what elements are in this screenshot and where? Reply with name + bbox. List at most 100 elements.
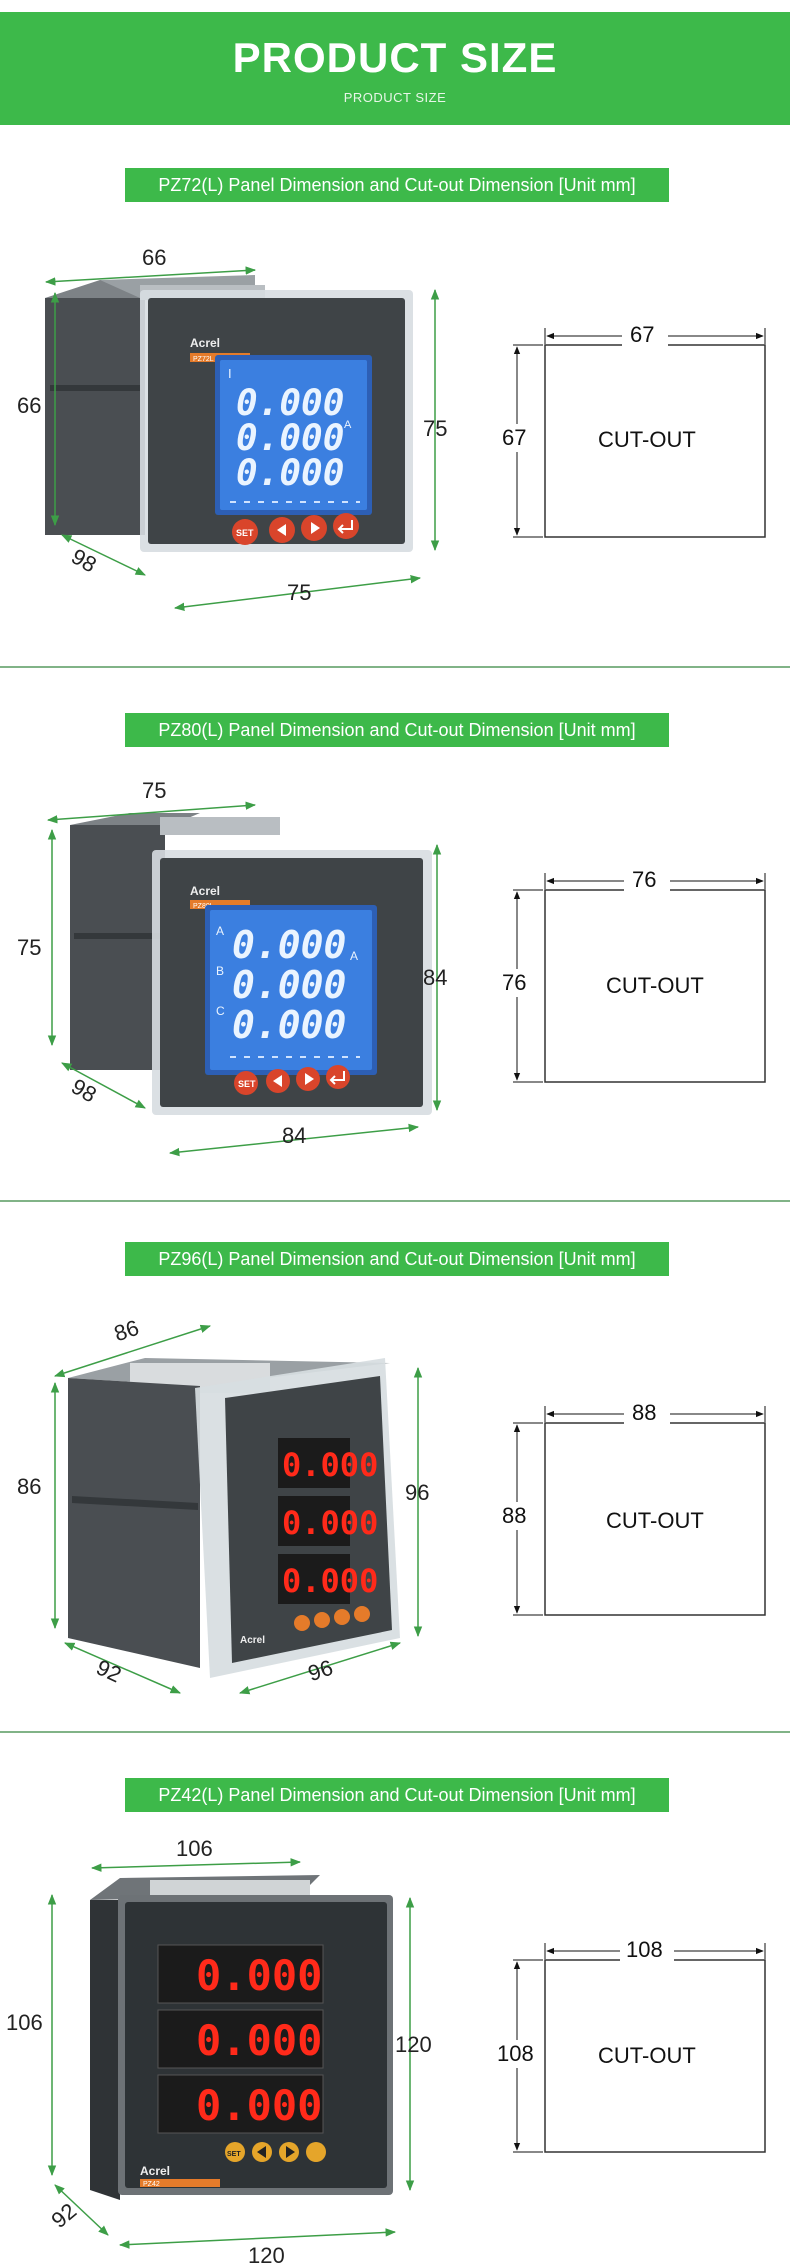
led-digits-2: 0.000 [282,1504,378,1542]
key-1 [294,1615,310,1631]
section-heading: PZ72(L) Panel Dimension and Cut-out Dime… [125,168,669,202]
brand-logo: Acrel [190,336,220,350]
cutout-width: 88 [632,1400,656,1425]
led-row-2 [278,1496,350,1546]
lcd-row-3: 0.000 [232,1003,346,1047]
model-tag: PZ72L [193,356,214,363]
enter-key-icon [326,1065,350,1089]
led-row-1 [278,1438,350,1488]
section-pz96: PZ96(L) Panel Dimension and Cut-out Dime… [0,1238,790,1738]
svg-text:C: C [216,1004,225,1018]
model-tag: PZ42 [143,2181,160,2188]
section-heading: PZ96(L) Panel Dimension and Cut-out Dime… [125,1242,669,1276]
svg-text:A: A [344,419,352,431]
cutout-diagram: 108 108 CUT-OUT [496,1937,766,2153]
lcd-row-1: 0.000 [236,383,344,424]
section-divider [0,1200,790,1202]
set-key [225,2142,245,2162]
cutout-label: CUT-OUT [606,973,704,998]
pz80-diagram: Acrel PZ80L A B C 0.000 0.000 0.000 A SE… [17,778,766,1157]
svg-text:SET: SET [236,528,254,538]
dim-depth: 98 [67,544,101,578]
key-3 [334,1609,350,1625]
dim-left: 86 [17,1474,41,1499]
dim-left: 106 [6,2010,43,2035]
led-digits-3: 0.000 [282,1562,378,1600]
section-divider [0,1731,790,1733]
set-key [234,1071,258,1095]
dim-top: 106 [176,1836,213,1861]
cutout-label: CUT-OUT [598,427,696,452]
svg-text:I: I [228,366,232,381]
led-digits-1: 0.000 [282,1446,378,1484]
meter-image: Acrel PZ80L A B C 0.000 0.000 0.000 A SE… [70,813,432,1115]
svg-text:A: A [350,949,358,963]
dim-right: 96 [405,1480,429,1505]
model-tag: PZ80L [193,903,214,910]
cutout-width: 67 [630,322,654,347]
led-digits-3: 0.000 [196,2081,322,2130]
key-2 [314,1612,330,1628]
led-row-3 [157,2074,324,2134]
key-4 [354,1606,370,1622]
led-row-3 [278,1554,350,1604]
section-divider [0,666,790,668]
cutout-width: 76 [632,867,656,892]
pz72-diagram: Acrel PZ72L [17,245,766,612]
cutout-width: 108 [626,1937,663,1962]
led-row-1 [157,1944,324,2004]
dim-left: 66 [17,393,41,418]
brand-logo: Acrel [240,1635,265,1646]
dim-right: 120 [395,2032,432,2057]
section-heading: PZ42(L) Panel Dimension and Cut-out Dime… [125,1778,669,1812]
product-size-banner: PRODUCT SIZE PRODUCT SIZE [0,12,790,125]
cutout-diagram: 67 67 CUT-OUT [500,322,766,538]
svg-text:A: A [216,924,224,938]
lcd-row-3: 0.000 [236,453,344,494]
section-heading: PZ80(L) Panel Dimension and Cut-out Dime… [125,713,669,747]
meter-image: Acrel PZ72L [45,275,413,552]
cutout-height: 76 [502,970,526,995]
cutout-diagram: 76 76 CUT-OUT [500,867,766,1083]
svg-text:SET: SET [238,1079,256,1089]
brand-logo: Acrel [140,2164,170,2178]
dim-depth: 98 [67,1074,101,1108]
banner-subtitle: PRODUCT SIZE [343,90,447,105]
cutout-label: CUT-OUT [598,2043,696,2068]
dim-bottom: 96 [305,1655,336,1686]
section-pz80: PZ80(L) Panel Dimension and Cut-out Dime… [0,705,790,1205]
dimension-lines: 75 75 98 84 84 [17,778,447,1157]
led-digits-1: 0.000 [196,1951,322,2000]
svg-text:SET: SET [227,2151,241,2158]
lcd-row-1: 0.000 [232,923,346,967]
dim-right: 75 [423,416,447,441]
cutout-height: 67 [502,425,526,450]
svg-text:B: B [216,964,224,978]
cutout-label: CUT-OUT [606,1508,704,1533]
dim-top: 66 [142,245,166,270]
dim-depth: 92 [93,1654,126,1687]
brand-logo: Acrel [190,884,220,898]
section-pz72: PZ72(L) Panel Dimension and Cut-out Dime… [0,160,790,670]
dim-depth: 92 [46,2198,81,2233]
cutout-height: 108 [497,2041,534,2066]
section-pz42: PZ42(L) Panel Dimension and Cut-out Dime… [0,1770,790,2268]
cutout-diagram: 88 88 CUT-OUT [500,1400,766,1616]
meter-image: 0.000 0.000 0.000 SET Acrel PZ42 [90,1875,393,2200]
lcd-row-2: 0.000 [236,418,344,459]
dim-top: 75 [142,778,166,803]
set-key [232,519,258,545]
pz42-diagram: 0.000 0.000 0.000 SET Acrel PZ42 106 106… [6,1836,766,2268]
led-digits-2: 0.000 [196,2016,322,2065]
cutout-height: 88 [502,1503,526,1528]
led-row-2 [157,2009,324,2069]
dim-bottom: 84 [282,1123,306,1148]
meter-image: 0.000 0.000 0.000 Acrel [68,1358,400,1678]
dim-right: 84 [423,965,447,990]
dim-bottom: 120 [248,2243,285,2268]
enter-key-icon [333,513,359,539]
dim-left: 75 [17,935,41,960]
banner-title: PRODUCT SIZE [232,34,558,81]
pz96-diagram: 0.000 0.000 0.000 Acrel 86 86 92 96 96 [17,1315,766,1695]
dim-bottom: 75 [287,580,311,605]
